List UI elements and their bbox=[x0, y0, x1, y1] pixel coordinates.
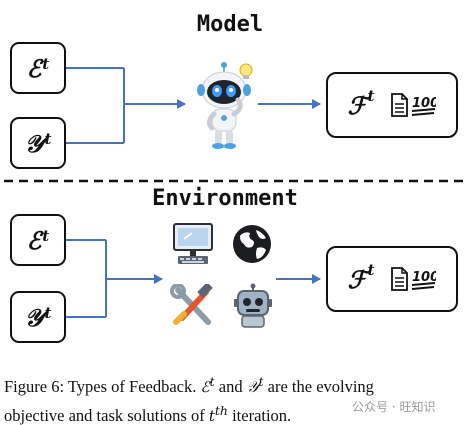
error-sup: t bbox=[42, 55, 50, 73]
feedback-sup: t bbox=[367, 260, 375, 279]
hundred-score-icon: 100 bbox=[412, 96, 436, 116]
computer-icon bbox=[173, 223, 213, 264]
solution-symbol: 𝒴 bbox=[24, 302, 44, 332]
caption-e-sup: t bbox=[209, 374, 215, 389]
figure-caption: Figure 6: Types of Feedback. ℰt and 𝒴t a… bbox=[4, 370, 466, 425]
solution-sup: t bbox=[44, 304, 52, 322]
solution-sup: t bbox=[44, 130, 52, 148]
model-title: Model bbox=[196, 12, 264, 37]
top-feedback-output-box: ℱt 100 bbox=[326, 72, 458, 138]
caption-y-char: 𝒴 bbox=[246, 378, 259, 396]
caption-prefix: Figure 6: Types of Feedback. bbox=[4, 377, 197, 396]
globe-icon bbox=[233, 225, 271, 263]
caption-y-symbol: 𝒴t bbox=[246, 374, 264, 396]
tools-icon bbox=[170, 284, 213, 325]
feedback-symbol-char: ℱ bbox=[347, 264, 367, 294]
caption-t-sup: th bbox=[214, 403, 228, 418]
document-score-icons: 100 bbox=[391, 93, 436, 117]
document-icon bbox=[391, 93, 409, 117]
caption-rest2: objective and task solutions of bbox=[4, 406, 205, 425]
feedback-symbol-char: ℱ bbox=[347, 90, 367, 120]
feedback-symbol: ℱt bbox=[347, 87, 375, 120]
document-icon bbox=[391, 267, 409, 291]
watermark: 公众号 · 旺知识 bbox=[352, 400, 436, 414]
feedback-symbol: ℱt bbox=[347, 261, 375, 294]
error-symbol: ℰ bbox=[26, 225, 42, 255]
error-symbol: ℰ bbox=[26, 53, 42, 83]
caption-e-char: ℰ bbox=[200, 378, 210, 396]
caption-and: and bbox=[218, 377, 243, 396]
caption-rest3: iteration. bbox=[232, 406, 292, 425]
robot-face-icon bbox=[234, 283, 272, 328]
top-connectors bbox=[64, 67, 321, 144]
environment-title: Environment bbox=[152, 186, 298, 211]
bottom-feedback-output-box: ℱt 100 bbox=[326, 246, 458, 312]
caption-t-char: t bbox=[208, 407, 215, 425]
solution-symbol: 𝒴 bbox=[24, 128, 44, 158]
error-sup: t bbox=[42, 227, 50, 245]
hundred-score-icon: 100 bbox=[412, 270, 436, 290]
robot-mascot-icon bbox=[197, 62, 253, 149]
caption-rest1: are the evolving bbox=[267, 377, 374, 396]
caption-t-symbol: tth bbox=[208, 403, 228, 425]
svg-text:100: 100 bbox=[412, 270, 436, 285]
caption-y-sup: t bbox=[258, 374, 264, 389]
svg-text:100: 100 bbox=[412, 96, 436, 111]
bottom-connectors bbox=[64, 239, 321, 318]
document-score-icons: 100 bbox=[391, 267, 436, 291]
caption-e-symbol: ℰt bbox=[200, 374, 215, 396]
feedback-sup: t bbox=[367, 86, 375, 105]
